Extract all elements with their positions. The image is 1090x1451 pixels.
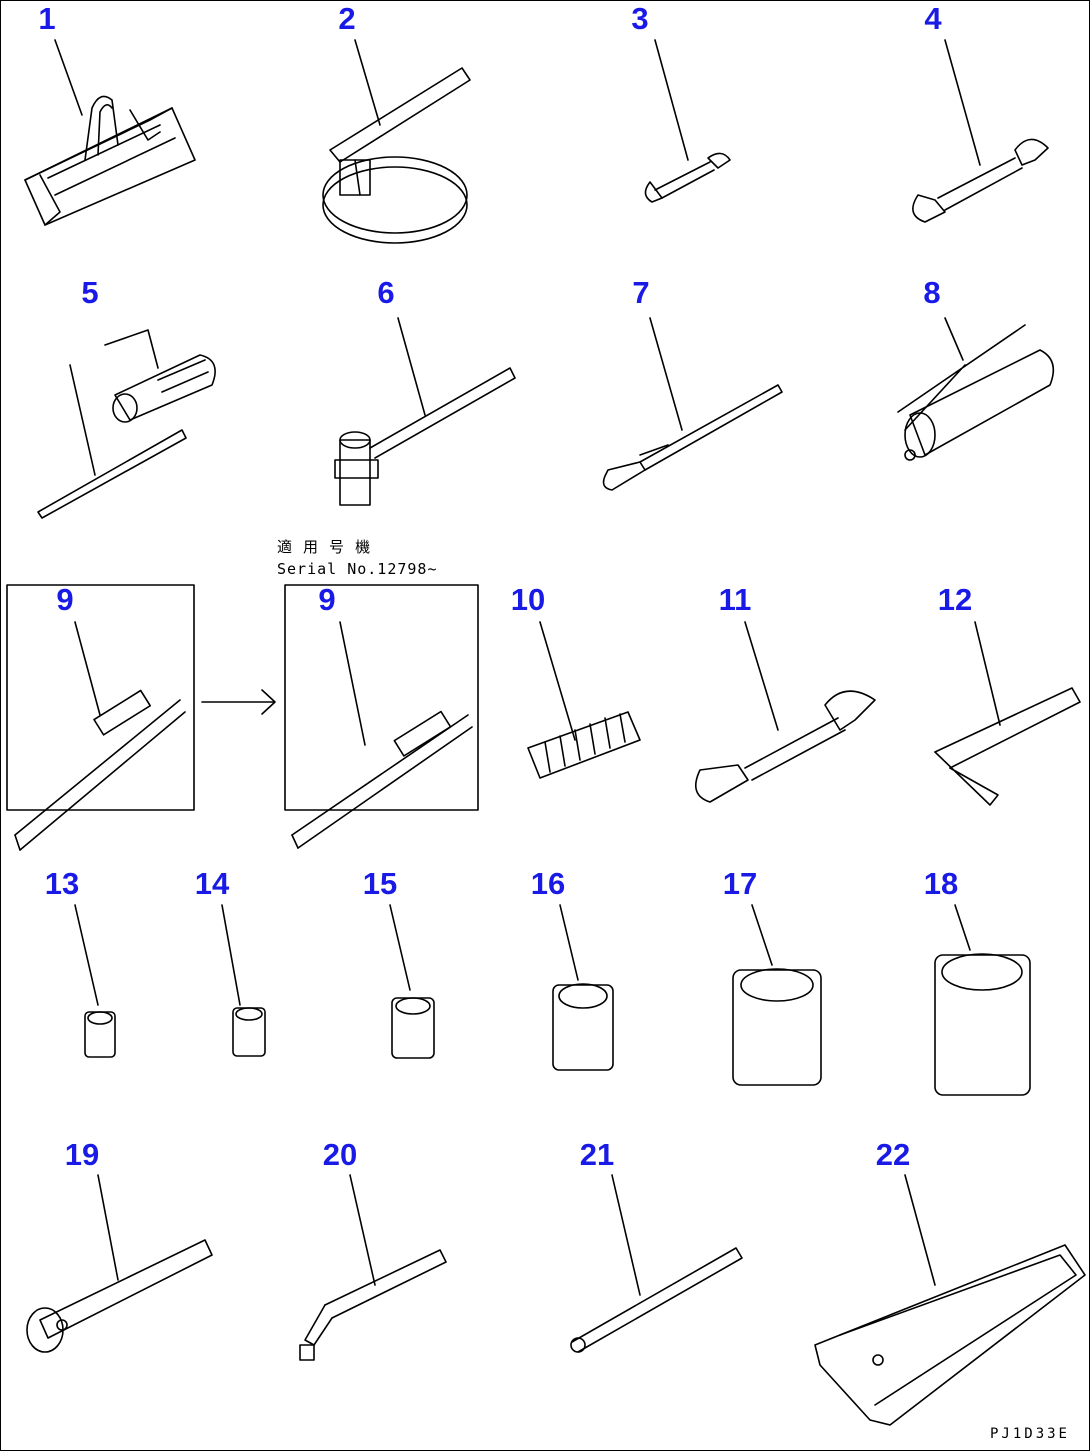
- hammer-illustration: [334, 317, 516, 506]
- wrench-illustration: [912, 39, 1049, 223]
- serial-note-line2: Serial No.12798~: [277, 560, 438, 578]
- extension-box-right: [284, 584, 479, 849]
- extension-box-left: [6, 584, 195, 851]
- part-label-12: 12: [937, 582, 973, 617]
- spring-illustration: [527, 621, 641, 779]
- part-label-4: 4: [924, 1, 942, 36]
- part-label-8: 8: [923, 275, 941, 310]
- serial-note-line1: 適 用 号 機: [277, 538, 372, 556]
- l-handle-illustration: [299, 1174, 447, 1361]
- part-label-10: 10: [510, 582, 546, 617]
- ratchet-handle-illustration: [570, 1174, 743, 1353]
- pry-bar-illustration: [602, 317, 783, 491]
- tool-pouch-illustration: [814, 1174, 1086, 1426]
- tool-bag-illustration: [24, 39, 196, 226]
- part-label-20: 20: [322, 1137, 358, 1172]
- serial-note: 適 用 号 機 Serial No.12798~: [277, 536, 438, 580]
- extension-bar-illustration: [37, 329, 216, 519]
- part-label-9-left: 9: [56, 582, 74, 617]
- part-label-17: 17: [722, 866, 758, 901]
- part-label-11: 11: [718, 582, 752, 617]
- part-label-18: 18: [923, 866, 959, 901]
- part-label-9-right: 9: [318, 582, 336, 617]
- part-label-14: 14: [194, 866, 230, 901]
- small-wrench-illustration: [644, 39, 731, 203]
- part-label-1: 1: [38, 1, 56, 36]
- grease-gun-illustration: [897, 317, 1055, 461]
- part-label-16: 16: [530, 866, 566, 901]
- part-label-2: 2: [338, 1, 356, 36]
- arrow-connector: [201, 689, 276, 715]
- part-label-3: 3: [631, 1, 649, 36]
- part-label-22: 22: [875, 1137, 911, 1172]
- part-label-19: 19: [64, 1137, 100, 1172]
- socket-handle-illustration: [26, 1174, 213, 1353]
- part-label-13: 13: [44, 866, 80, 901]
- hex-key-illustration: [934, 621, 1081, 806]
- part-label-15: 15: [362, 866, 398, 901]
- part-label-6: 6: [377, 275, 395, 310]
- filter-wrench-illustration: [322, 39, 471, 244]
- socket-set-illustration: [74, 904, 1031, 1096]
- part-label-21: 21: [579, 1137, 615, 1172]
- reference-code: PJ1D33E: [989, 1426, 1070, 1442]
- large-wrench-illustration: [694, 621, 876, 803]
- part-label-5: 5: [81, 275, 99, 310]
- part-label-7: 7: [632, 275, 650, 310]
